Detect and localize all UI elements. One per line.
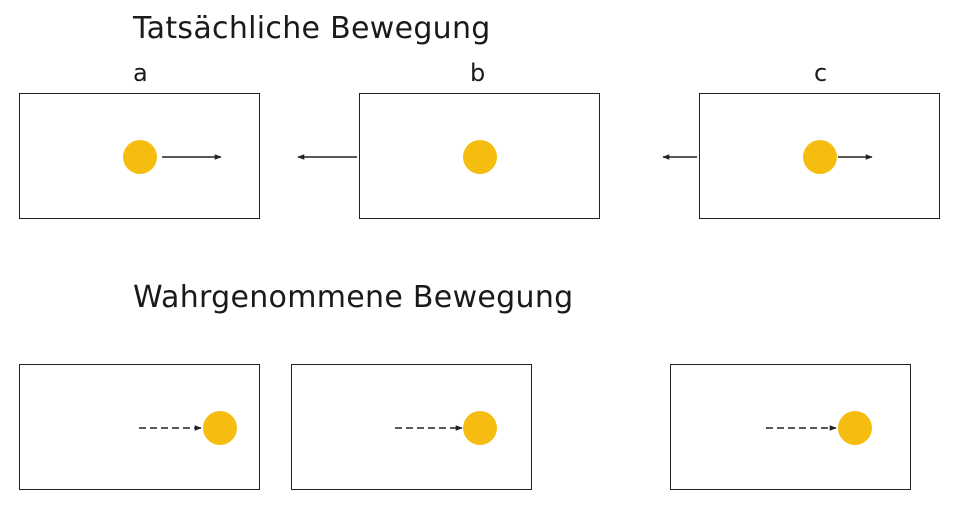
heading-actual-motion: Tatsächliche Bewegung xyxy=(133,11,491,46)
heading-perceived-motion: Wahrgenommene Bewegung xyxy=(133,280,574,315)
frame-label-b: b xyxy=(470,59,486,87)
ball-actual-b xyxy=(463,140,497,174)
ball-perceived-a xyxy=(203,411,237,445)
ball-actual-a xyxy=(123,140,157,174)
ball-perceived-b xyxy=(463,411,497,445)
frame-label-c: c xyxy=(814,59,828,87)
frame-label-a: a xyxy=(133,59,148,87)
ball-actual-c xyxy=(803,140,837,174)
ball-perceived-c xyxy=(838,411,872,445)
